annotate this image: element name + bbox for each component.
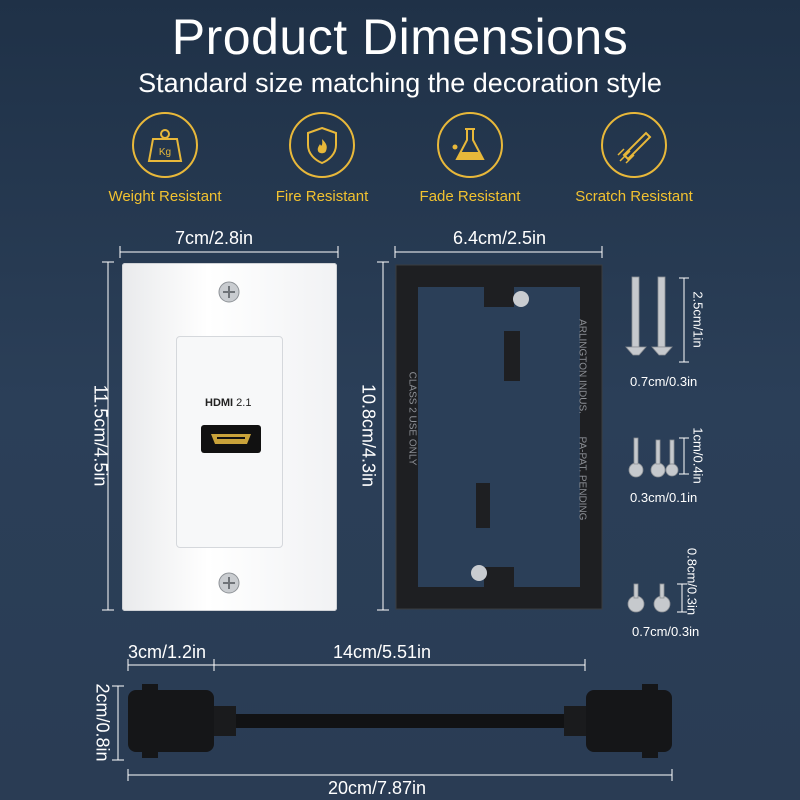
bracket-width-label: 6.4cm/2.5in [453,228,547,248]
hdmi-label-text: HDMI [205,397,234,409]
screw-3-width-label: 0.7cm/0.3in [632,624,700,639]
short-screws [628,437,679,478]
plate-width-label: 7cm/2.8in [175,228,254,248]
bracket-marking-1: ARLINGTON INDUS. [576,319,588,414]
wall-plate: HDMI 2.1 [122,263,337,611]
cable-total-length-label: 20cm/7.87in [328,778,427,798]
page-title: Product Dimensions [171,9,629,65]
tiny-screws [627,583,671,613]
screw-1-length-label: 2.5cm/1in [690,291,706,348]
weight-icon: Kg [132,112,198,178]
feature-weight-resistant: Kg Weight Resistant [80,112,250,205]
cable-connector-length-label: 3cm/1.2in [128,642,207,662]
page-subtitle: Standard size matching the decoration st… [138,68,662,98]
feature-label: Fire Resistant [275,188,369,205]
feature-label: Weight Resistant [108,188,222,205]
long-screws [625,276,673,356]
weight-icon-text: Kg [159,147,171,158]
bracket-frame [395,264,603,610]
hdmi-port [201,425,261,453]
cable-length-label: 14cm/5.51in [333,642,432,662]
feature-fire-resistant: Fire Resistant [237,112,407,205]
screw-3-length-label: 0.8cm/0.3in [684,547,700,616]
screw-2-length-label: 1cm/0.4in [690,427,706,484]
plate-height-label: 11.5cm/4.5in [90,384,111,487]
cable-height-label: 2cm/0.8in [92,683,113,762]
plate-bottom-screw [218,572,240,594]
bracket-height-label: 10.8cm/4.3in [358,383,379,488]
hdmi-extension-cable [128,684,672,758]
plate-top-screw [218,281,240,303]
screw-1-width-label: 0.7cm/0.3in [630,374,698,389]
feature-label: Scratch Resistant [575,188,693,205]
mounting-bracket: ARLINGTON INDUS. PA-PAT. PENDING CLASS 2… [394,263,604,611]
bracket-marking-3: CLASS 2 USE ONLY [406,371,418,466]
feature-label: Fade Resistant [419,188,521,205]
hdmi-label: HDMI 2.1 [205,397,251,409]
keystone-insert: HDMI 2.1 [176,336,283,548]
fire-shield-icon [289,112,355,178]
feature-scratch-resistant: Scratch Resistant [549,112,719,205]
hdmi-version-text: 2.1 [236,397,252,409]
flask-icon [437,112,503,178]
bracket-marking-2: PA-PAT. PENDING [576,436,588,521]
scratch-icon [601,112,667,178]
screw-2-width-label: 0.3cm/0.1in [630,490,698,505]
feature-fade-resistant: Fade Resistant [385,112,555,205]
